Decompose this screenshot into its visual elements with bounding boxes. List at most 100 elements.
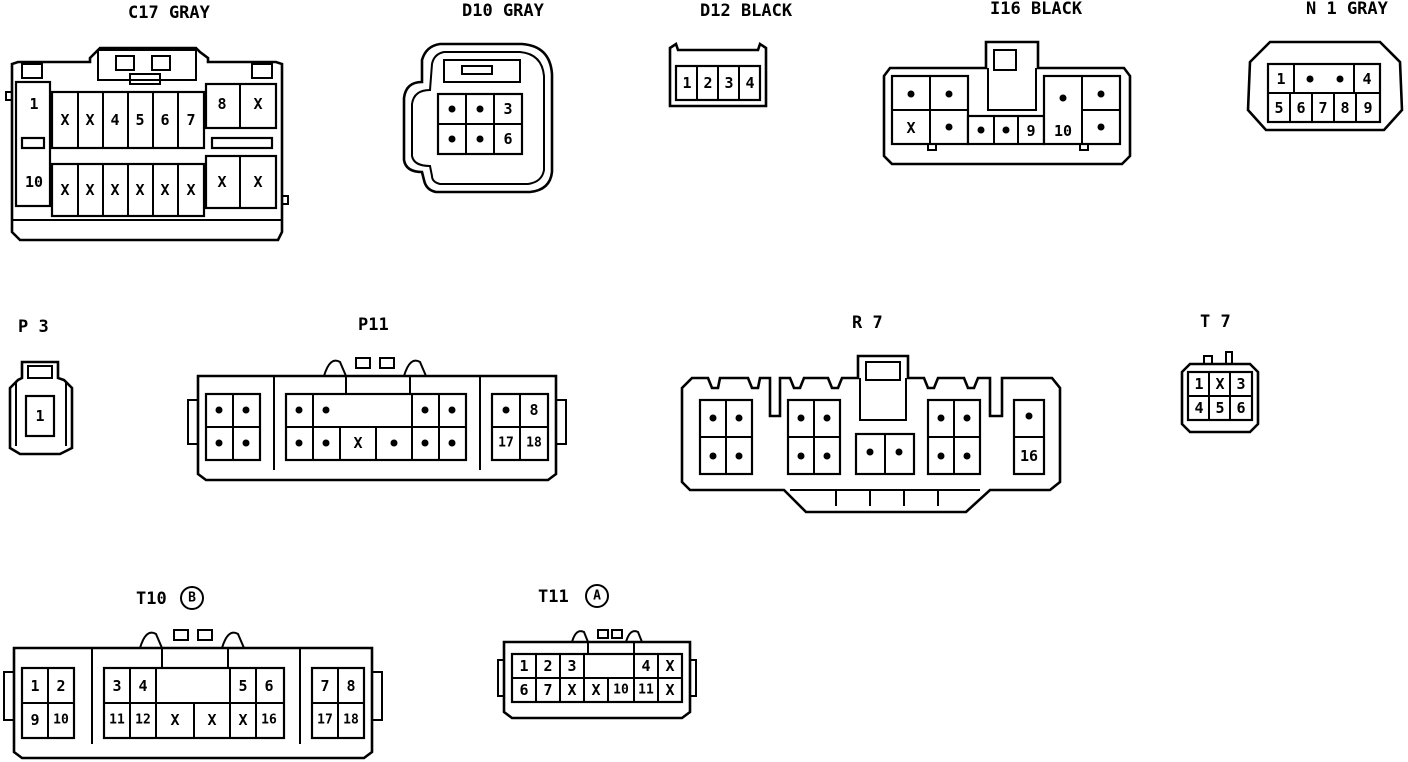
pin: 10 [1054,122,1072,140]
pin: 4 [138,677,147,695]
pin: X [170,711,179,729]
label-d10: D10 GRAY [462,1,545,21]
connector-t10: T10 B 1 2 9 10 3 4 5 6 11 12 X X X 16 [3,586,383,760]
label-n1: N 1 GRAY [1306,0,1389,19]
connector-d12: D12 BLACK 1 2 3 4 [668,1,793,108]
pin: 16 [1020,447,1038,465]
pin: X [135,181,144,199]
connector-p3: P 3 1 [8,317,74,456]
pin: 3 [567,657,576,675]
pin: 17 [317,713,333,728]
pin: 1 [30,677,39,695]
pin: X [353,434,362,452]
pin: X [60,181,69,199]
pin: 18 [526,436,542,451]
pin: 10 [53,713,69,728]
pin: X [85,111,94,129]
pin: 2 [703,74,712,92]
pin: 5 [238,677,247,695]
label-d12: D12 BLACK [700,1,793,21]
pin: X [567,681,576,699]
pin: X [1215,375,1224,393]
pin: 3 [503,100,512,118]
pin: 8 [529,401,538,419]
pin: 2 [543,657,552,675]
pin: X [665,657,674,675]
pin: X [60,111,69,129]
pin: 9 [1026,122,1035,140]
pin: 3 [1236,375,1245,393]
pin: 10 [25,173,43,191]
pin: 4 [110,111,119,129]
pin: 18 [343,713,359,728]
pin: 2 [56,677,65,695]
label-r7: R 7 [852,313,883,333]
pin: 1 [35,407,44,425]
pin: 1 [1276,70,1285,88]
connector-p11: P11 X 8 [187,315,567,482]
pin: 9 [1363,99,1372,117]
badge-b: B [188,591,196,606]
pin: X [906,119,915,137]
pin: 6 [160,111,169,129]
connector-c17: C17 GRAY 1 X X 4 5 6 7 [5,3,289,242]
connector-n1: N 1 GRAY 1 4 5 6 7 8 9 [1246,0,1404,132]
pin: X [665,681,674,699]
pin: 6 [519,681,528,699]
connector-t7: T 7 1 X 3 4 5 6 [1180,312,1260,434]
pin: 4 [641,657,650,675]
pin: 16 [261,713,277,728]
pin: X [217,173,226,191]
label-c17: C17 GRAY [128,3,211,23]
connector-d10: D10 GRAY 3 6 [402,1,554,194]
pin: X [85,181,94,199]
pin: 8 [346,677,355,695]
pin: 3 [112,677,121,695]
pin: 8 [1340,99,1349,117]
pin: 1 [1194,375,1203,393]
pin: 1 [682,74,691,92]
pin: 11 [638,683,654,698]
pin: 7 [186,111,195,129]
pin: 8 [217,95,226,113]
pin: X [160,181,169,199]
pin: X [253,173,262,191]
label-t11: T11 [538,587,569,607]
pin: 1 [519,657,528,675]
pin: 4 [1362,70,1371,88]
label-p11: P11 [358,315,389,335]
pin: 12 [135,713,151,728]
pin: 5 [1274,99,1283,117]
pin: 7 [543,681,552,699]
connector-t11: T11 A 1 2 3 4 X 6 7 X X 10 11 X [497,584,697,720]
connector-r7: R 7 16 [680,313,1062,514]
label-t7: T 7 [1200,312,1231,332]
pin: 1 [29,95,38,113]
pin: 7 [1318,99,1327,117]
pin: 3 [724,74,733,92]
pin: 4 [745,74,754,92]
pin: 17 [498,436,514,451]
pin: X [238,711,247,729]
pin: X [591,681,600,699]
pin: 6 [264,677,273,695]
connector-i16: I16 BLACK X 9 10 [882,0,1132,166]
pin: X [207,711,216,729]
pin: X [110,181,119,199]
badge-a: A [593,589,601,604]
pin: 9 [30,711,39,729]
pin: 7 [320,677,329,695]
label-t10: T10 [136,589,167,609]
pin: 10 [613,683,629,698]
pin: X [186,181,195,199]
pin: 5 [135,111,144,129]
pin: 6 [503,130,512,148]
pin: 6 [1296,99,1305,117]
pin: 11 [109,713,125,728]
pin: 4 [1194,399,1203,417]
label-i16: I16 BLACK [990,0,1083,19]
pin: 6 [1236,399,1245,417]
pin: 5 [1215,399,1224,417]
